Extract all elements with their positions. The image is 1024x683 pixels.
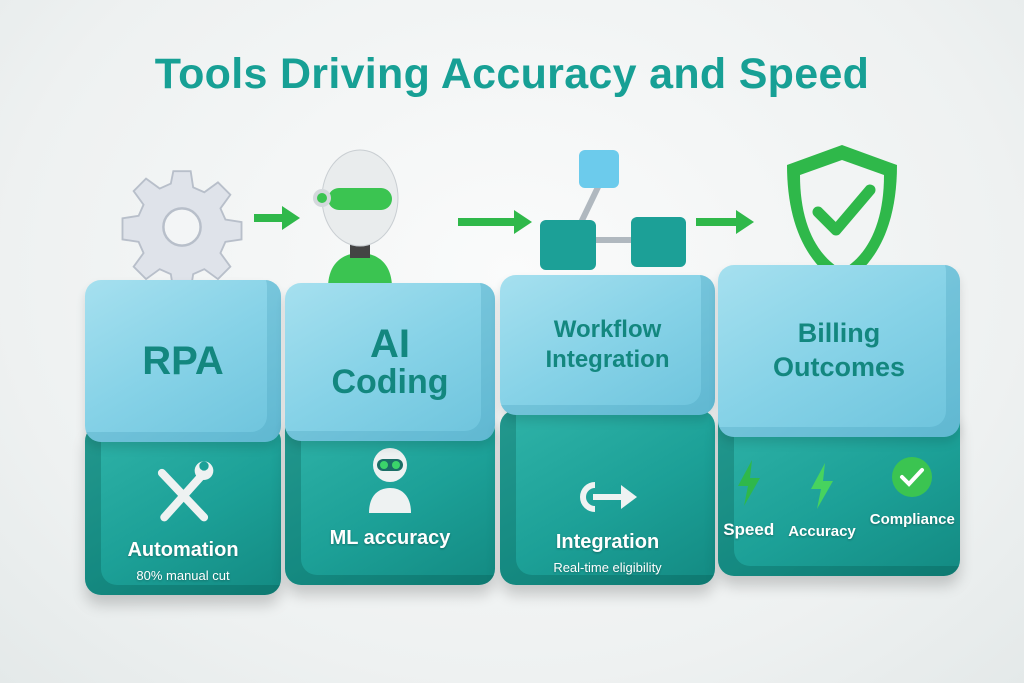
ml-accuracy-label: ML accuracy [329, 527, 451, 549]
accuracy-label: Accuracy [788, 522, 856, 540]
gear-icon [121, 170, 243, 289]
check-circle-icon [892, 456, 933, 497]
wrench-screwdriver-icon [157, 461, 214, 522]
accuracy-item: Accuracy [788, 461, 856, 540]
rpa-block: RPA [85, 280, 281, 442]
integration-top-label: Integration [545, 346, 670, 373]
billing-label: Billing [797, 318, 881, 349]
ai-label: AI [370, 322, 410, 367]
compliance-item: Compliance [870, 455, 955, 528]
ml-accuracy-block: ML accuracy [285, 415, 495, 585]
compliance-label: Compliance [869, 510, 955, 528]
ai-coding-block: AI Coding [285, 283, 495, 441]
page-title: Tools Driving Accuracy and Speed [154, 50, 870, 98]
link-arrow-icon [579, 482, 637, 512]
integration-label: Integration [555, 531, 660, 553]
rpa-label: RPA [142, 339, 224, 383]
arrow-right-icon [254, 206, 300, 230]
arrow-right-icon [458, 210, 532, 234]
billing-outcomes-block: Billing Outcomes [718, 265, 960, 437]
automation-sub: 80% manual cut [136, 568, 230, 583]
outcomes-label: Outcomes [772, 352, 906, 382]
integration-block: Integration Real-time eligibility [500, 410, 715, 585]
lightning-icon [810, 462, 833, 509]
coding-label: Coding [331, 363, 449, 402]
automation-block: Automation 80% manual cut [85, 425, 281, 595]
automation-label: Automation [127, 539, 239, 561]
arrow-right-icon [696, 210, 754, 234]
speed-label: Speed [723, 519, 775, 539]
integration-sub: Real-time eligibility [553, 560, 662, 575]
robot-avatar-icon [369, 448, 411, 513]
shield-check-icon [787, 145, 897, 285]
workflow-label: Workflow [553, 316, 662, 343]
speed-item: Speed [723, 458, 774, 540]
lightning-icon [737, 459, 760, 506]
workflow-integration-block: Workflow Integration [500, 275, 715, 415]
robot-head-icon [313, 149, 399, 288]
network-nodes-icon [540, 150, 686, 270]
